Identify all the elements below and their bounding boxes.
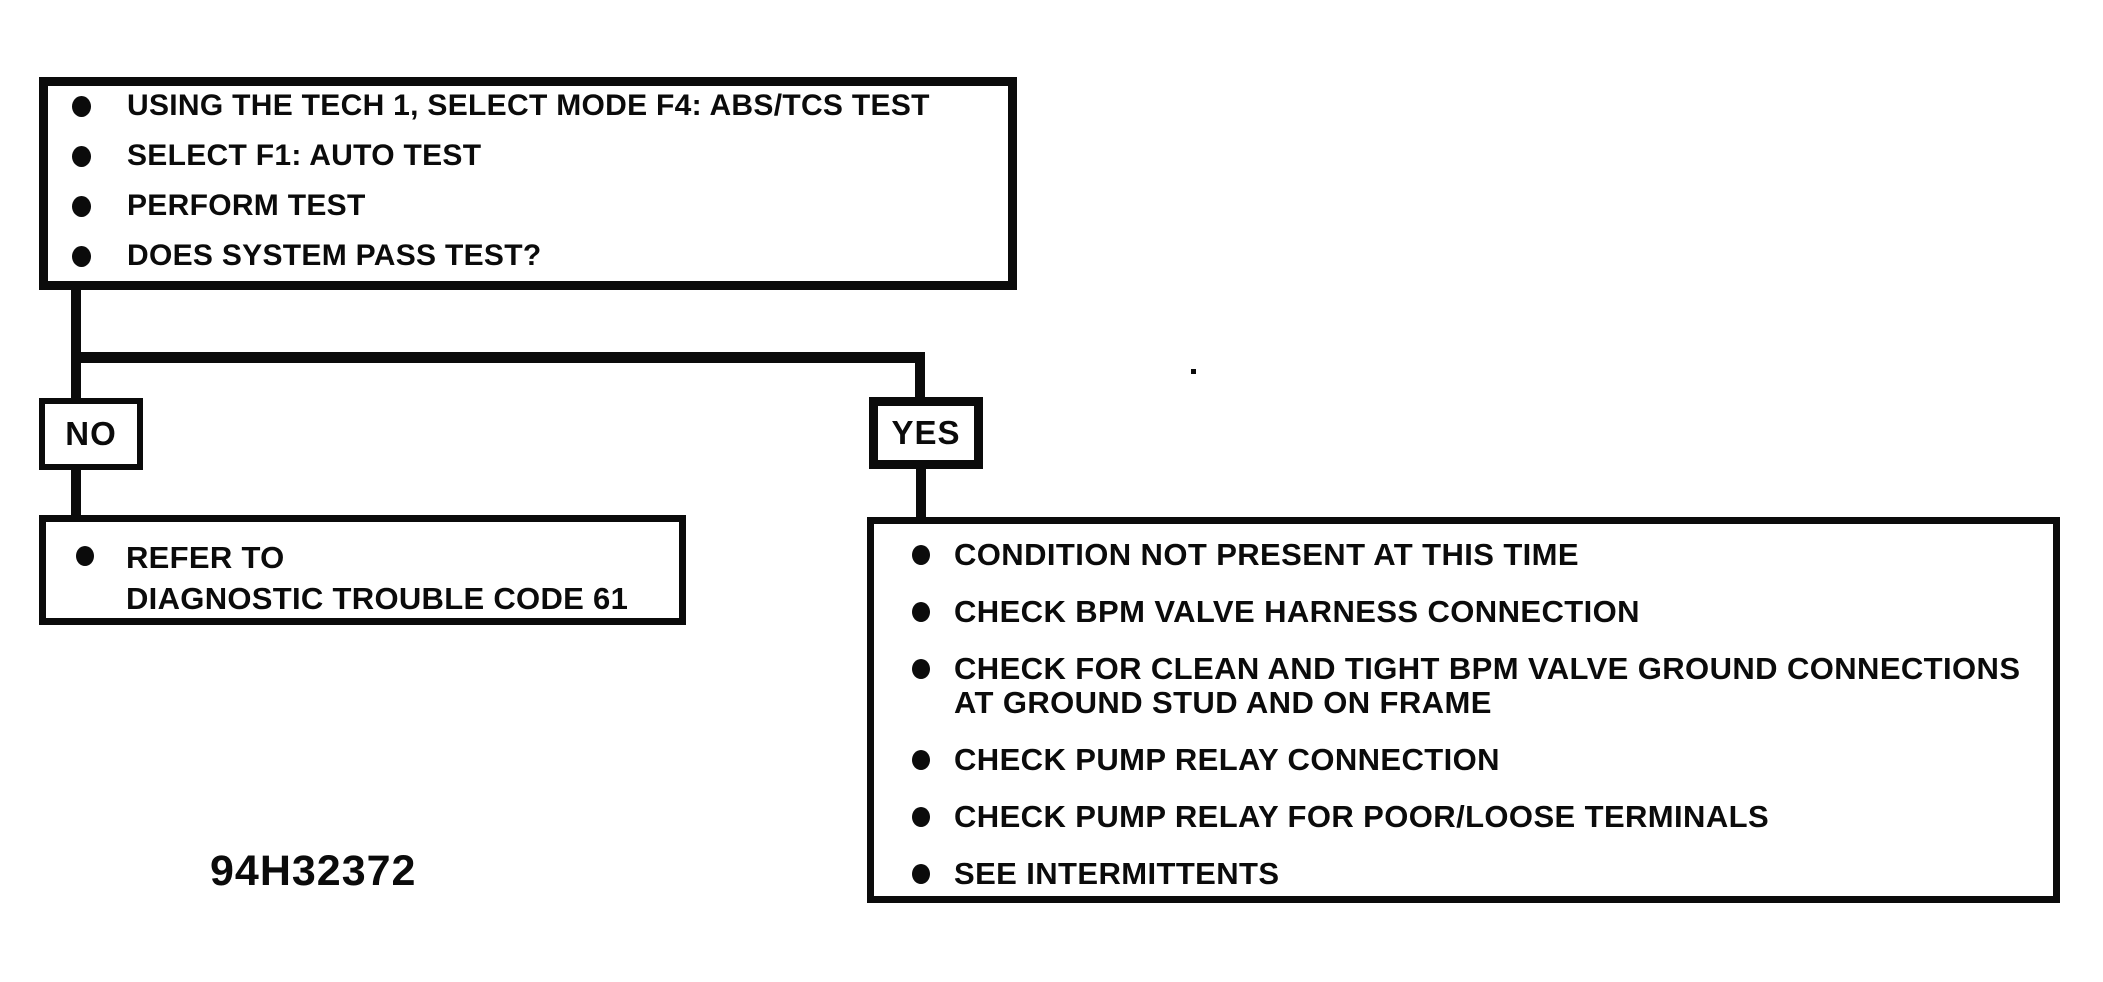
yes-branch-label: YES — [891, 414, 961, 451]
bullet-text: CHECK PUMP RELAY FOR POOR/LOOSE TERMINAL… — [954, 799, 1770, 834]
bullet-icon — [72, 96, 91, 117]
connector-no-to-result — [71, 468, 81, 518]
scan-speck — [1191, 369, 1196, 374]
bullet-text: PERFORM TEST — [127, 189, 366, 222]
bullet-text: CHECK FOR CLEAN AND TIGHT BPM VALVE GROU… — [954, 651, 2021, 720]
bullet-icon — [912, 750, 930, 770]
bullet-icon — [912, 864, 930, 884]
no-result-box: REFER TO DIAGNOSTIC TROUBLE CODE 61 — [39, 515, 686, 625]
bullet-text: SEE INTERMITTENTS — [954, 856, 1280, 891]
connector-elbow-to-yes — [915, 352, 925, 398]
connector-branch-horizontal — [71, 352, 925, 363]
list-item: CHECK PUMP RELAY CONNECTION — [912, 743, 2037, 777]
bullet-text: CHECK BPM VALVE HARNESS CONNECTION — [954, 594, 1640, 629]
bullet-icon — [912, 807, 930, 827]
bullet-icon — [912, 602, 930, 622]
list-item: CONDITION NOT PRESENT AT THIS TIME — [912, 538, 2037, 572]
yes-branch-box: YES — [869, 397, 983, 469]
list-item: USING THE TECH 1, SELECT MODE F4: ABS/TC… — [72, 90, 1000, 122]
list-item: CHECK BPM VALVE HARNESS CONNECTION — [912, 595, 2037, 629]
list-item: REFER TO DIAGNOSTIC TROUBLE CODE 61 — [76, 537, 671, 619]
list-item: CHECK PUMP RELAY FOR POOR/LOOSE TERMINAL… — [912, 800, 2037, 834]
decision-bullet-list: USING THE TECH 1, SELECT MODE F4: ABS/TC… — [72, 90, 1000, 272]
list-item: SEE INTERMITTENTS — [912, 857, 2037, 891]
no-result-bullet-list: REFER TO DIAGNOSTIC TROUBLE CODE 61 — [76, 537, 671, 619]
bullet-icon — [72, 146, 91, 167]
no-branch-label: NO — [65, 415, 117, 452]
bullet-icon — [912, 545, 930, 565]
yes-result-bullet-list: CONDITION NOT PRESENT AT THIS TIME CHECK… — [912, 538, 2037, 891]
bullet-text: CONDITION NOT PRESENT AT THIS TIME — [954, 537, 1579, 572]
list-item: CHECK FOR CLEAN AND TIGHT BPM VALVE GROU… — [912, 652, 2037, 720]
bullet-text: USING THE TECH 1, SELECT MODE F4: ABS/TC… — [127, 89, 930, 122]
decision-box: USING THE TECH 1, SELECT MODE F4: ABS/TC… — [39, 77, 1017, 290]
list-item: SELECT F1: AUTO TEST — [72, 140, 1000, 172]
connector-decision-to-no — [71, 288, 81, 398]
no-branch-box: NO — [39, 398, 143, 470]
connector-yes-to-result — [916, 467, 926, 519]
bullet-icon — [76, 546, 94, 566]
yes-result-box: CONDITION NOT PRESENT AT THIS TIME CHECK… — [867, 517, 2060, 903]
bullet-icon — [72, 246, 91, 267]
figure-number: 94H32372 — [210, 847, 417, 895]
list-item: DOES SYSTEM PASS TEST? — [72, 240, 1000, 272]
bullet-text: SELECT F1: AUTO TEST — [127, 139, 482, 172]
list-item: PERFORM TEST — [72, 190, 1000, 222]
bullet-icon — [72, 196, 91, 217]
bullet-text: CHECK PUMP RELAY CONNECTION — [954, 742, 1500, 777]
bullet-text: DOES SYSTEM PASS TEST? — [127, 239, 542, 272]
bullet-text: REFER TO DIAGNOSTIC TROUBLE CODE 61 — [126, 540, 629, 616]
bullet-icon — [912, 659, 930, 679]
